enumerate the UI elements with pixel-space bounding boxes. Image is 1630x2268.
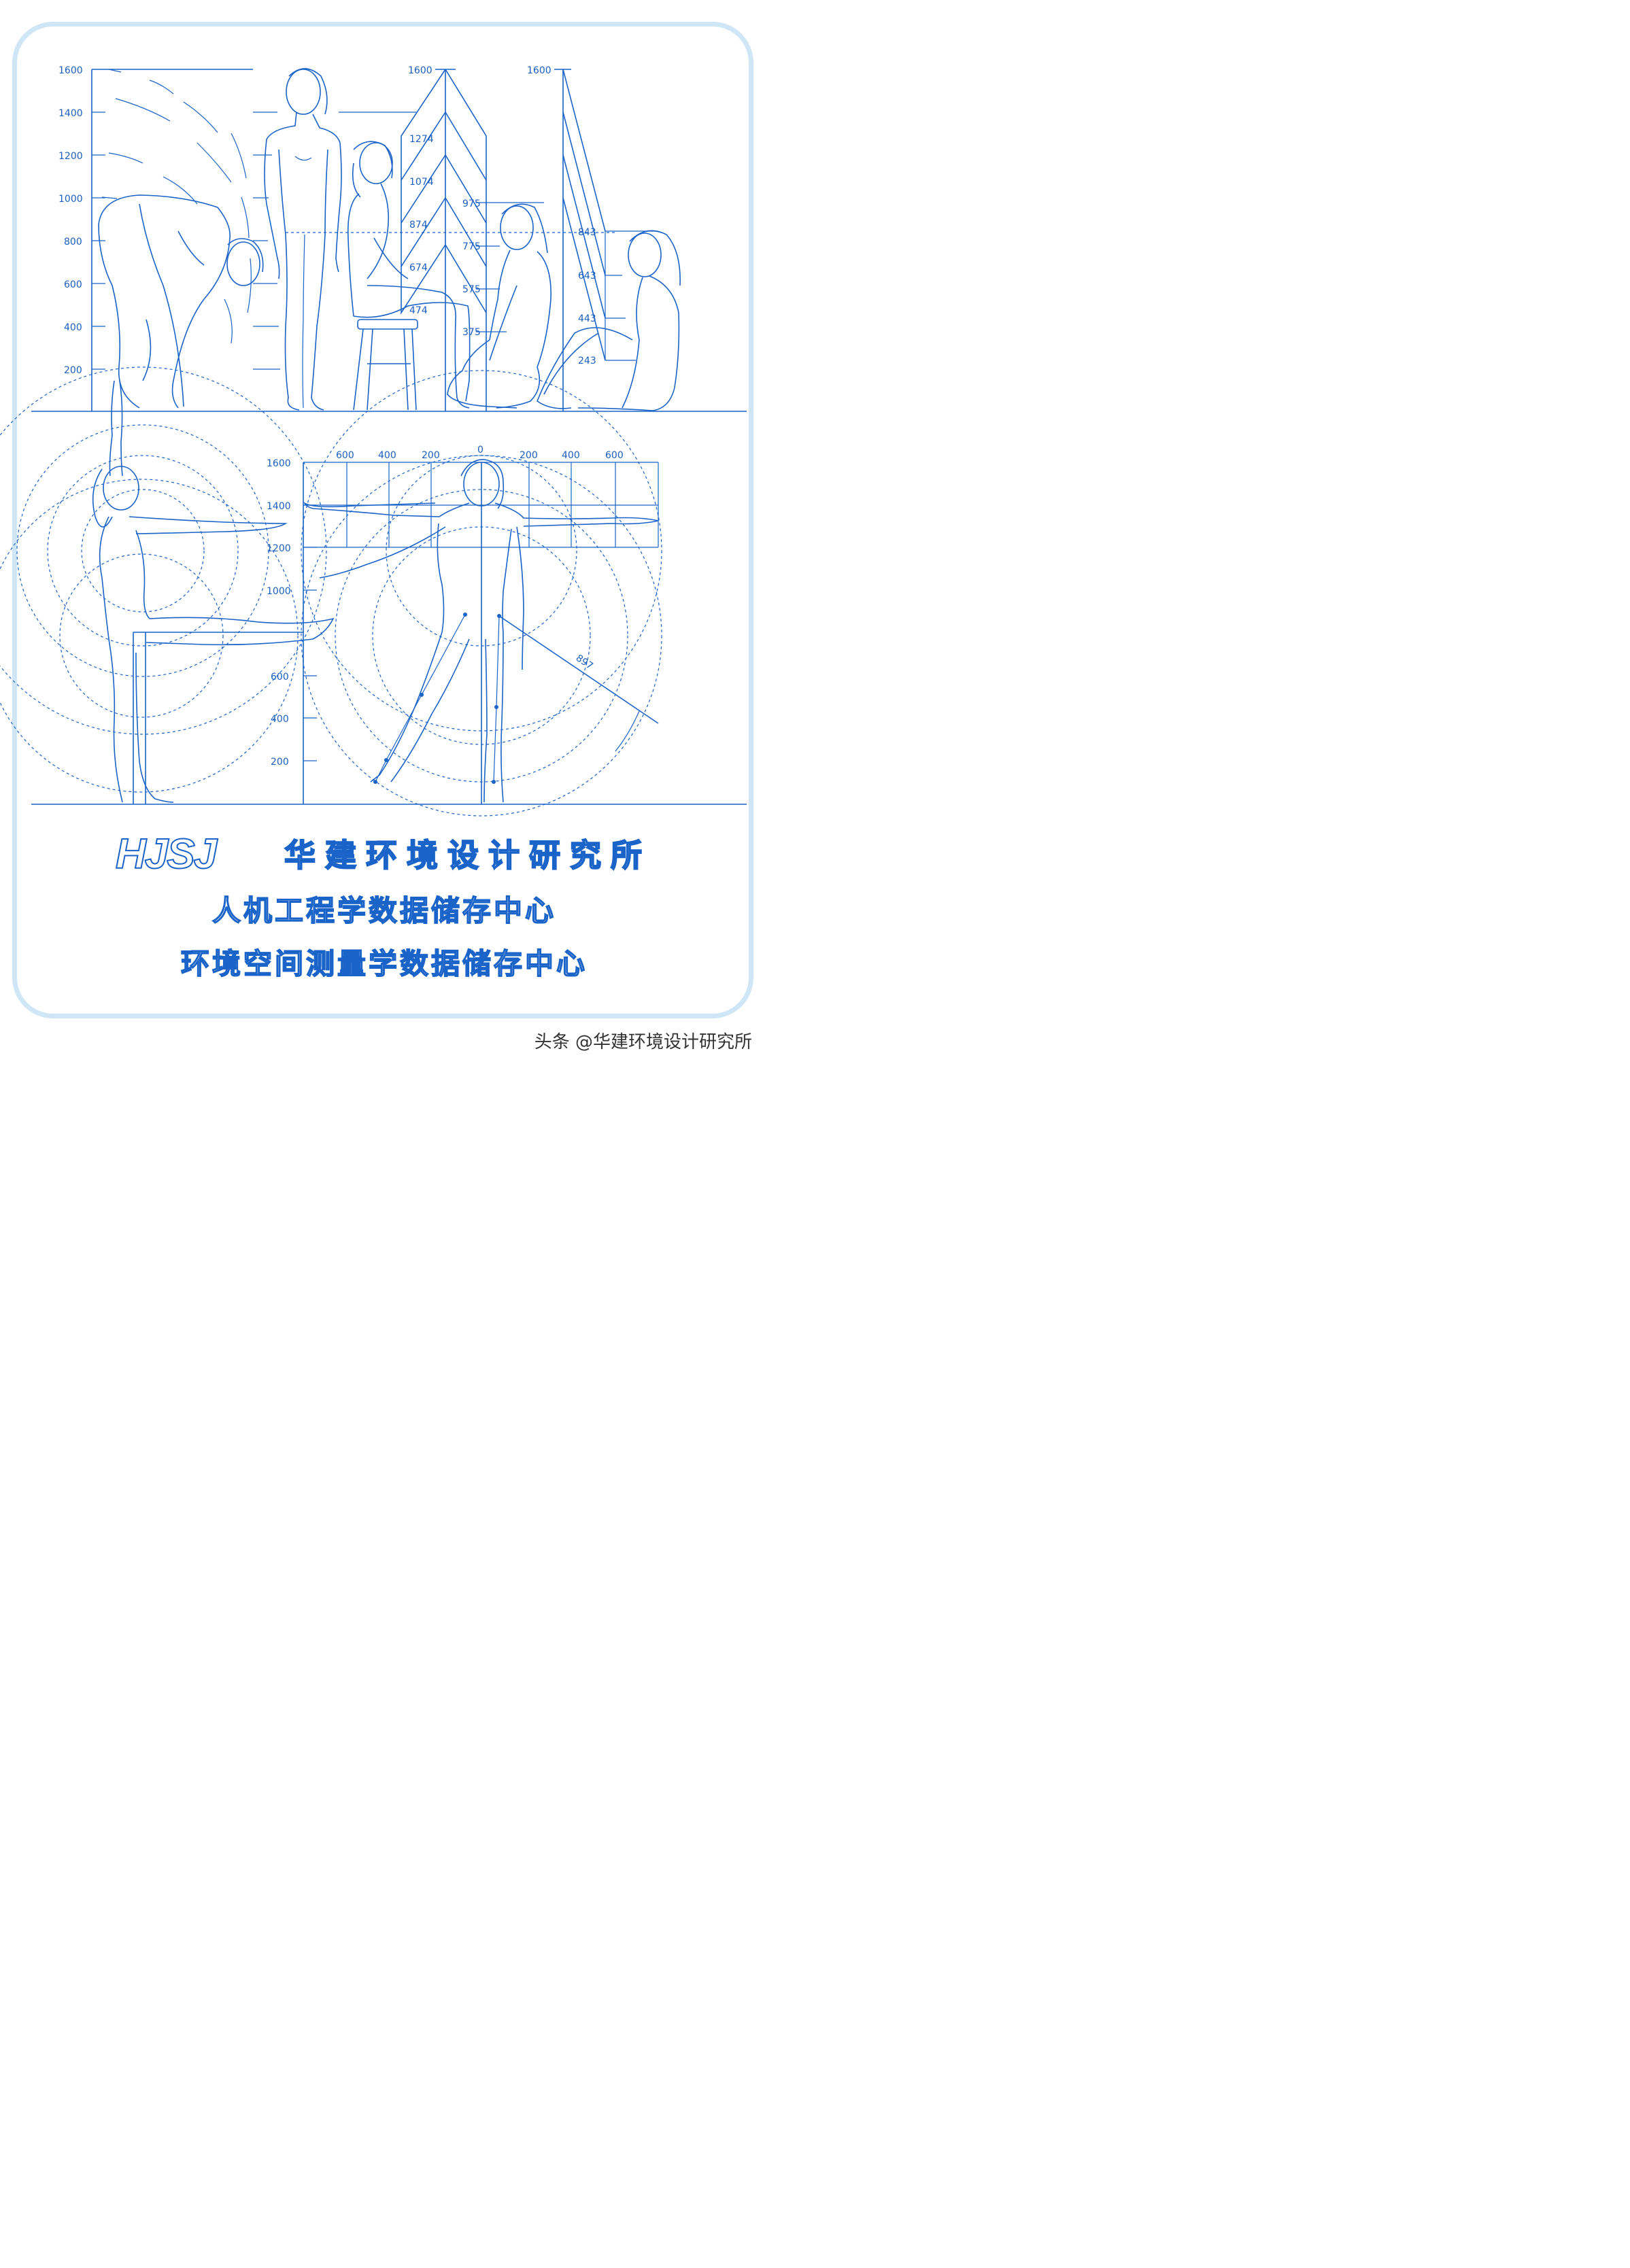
bottom-scale-label-600: 600 [271,672,289,683]
kneeling-head [500,205,534,250]
reach-label-right-600: 600 [605,450,624,461]
leg-reach-indicator: 897 [373,613,659,784]
standing-figure [264,68,342,411]
anthropometric-drawing: 1600 1400 1200 1000 800 600 400 200 [0,65,747,817]
top-scale-label-600: 600 [64,279,82,290]
seated-mark-1274: 1274 [409,134,434,145]
branding-row: HJSJ 华建环境设计研究所 [115,831,673,878]
bottom-scale-label-200: 200 [271,757,289,768]
seated-mark-474: 474 [409,305,428,316]
tagline-ergonomics: 人机工程学数据储存中心 [211,893,556,928]
top-scale-label-800: 800 [64,237,82,247]
seated-mark-674: 674 [409,262,428,273]
top-scale-label-400: 400 [64,322,82,333]
seated-mark-1074: 1074 [409,177,434,188]
standing-head [286,69,321,115]
org-name: 华建环境设计研究所 [284,836,651,874]
kneeling-mark-375: 375 [462,327,481,338]
reaching-head [103,466,139,511]
bending-figure [98,194,264,409]
bottom-scale-label-400: 400 [271,714,289,725]
watermark: 头条 @华建环境设计研究所 [534,1032,752,1052]
top-scale-label-1200: 1200 [58,151,83,162]
reach-label-left-600: 600 [336,450,354,461]
kneeling-figure [447,203,551,409]
hjsj-logo: HJSJ [115,831,218,878]
top-scale-label-1600: 1600 [58,65,83,76]
front-head [463,462,500,506]
bottom-scale-label-1000: 1000 [267,586,291,597]
joint-dot [463,613,467,617]
top-scale-label-200: 200 [64,365,82,376]
floor-scale-slants [562,69,658,361]
seated-figure [347,141,471,409]
bottom-scale-label-1600: 1600 [267,458,291,469]
seated-scale-top: 1600 [408,65,432,76]
floor-mark-843: 843 [578,227,596,238]
bottom-scale-label-1200: 1200 [267,543,291,554]
floor-sitting-head [628,233,662,277]
reach-label-right-200: 200 [520,450,538,461]
joint-dot [494,705,498,709]
joint-dot [420,693,424,697]
joint-dot [384,758,388,762]
top-scale-label-1400: 1400 [58,108,83,119]
joint-dot [492,780,496,784]
top-panel: 1600 1400 1200 1000 800 600 400 200 [31,65,747,412]
rounded-frame [12,22,753,1018]
floor-mark-243: 243 [578,356,596,366]
barre [133,632,303,804]
kneeling-mark-575: 575 [462,284,481,295]
kneeling-mark-775: 775 [462,241,481,252]
joint-dot [373,780,377,784]
bending-head [226,241,260,286]
top-scale-label-1000: 1000 [58,194,83,205]
floor-mark-643: 643 [578,271,596,281]
reach-label-right-400: 400 [562,450,580,461]
reach-label-left-200: 200 [422,450,440,461]
reach-arc-strokes [101,69,252,344]
floor-mark-443: 443 [578,313,596,324]
bottom-panel: 1600 1400 1200 1000 600 400 200 600 400 … [0,366,747,817]
reach-label-left-400: 400 [378,450,396,461]
bottom-scale-label-1400: 1400 [267,501,291,512]
joint-dot [497,614,501,618]
tagline-environment: 环境空间测量学数据储存中心 [180,946,588,981]
seated-head [359,142,393,184]
reach-label-zero: 0 [477,445,483,456]
floor-sitting-figure [537,230,681,411]
reach-grid [303,462,659,804]
floor-scale-top: 1600 [527,65,551,76]
seated-parallelogram-lines [401,69,487,315]
kneeling-mark-975: 975 [462,199,481,209]
reaching-figure-side [92,380,335,803]
stool [353,319,418,411]
seated-mark-874: 874 [409,220,428,230]
reach-circles [0,366,662,817]
